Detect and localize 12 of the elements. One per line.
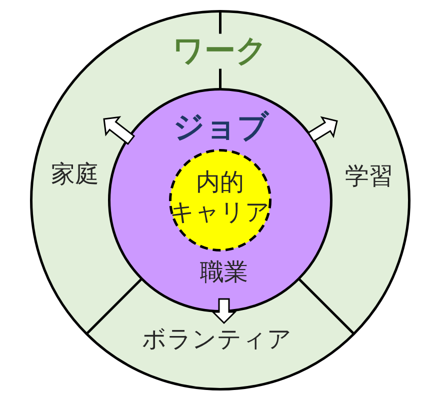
circle-label: 内的キャリア <box>170 167 270 227</box>
block-arrow <box>211 298 237 324</box>
segment-label: 家庭 <box>51 161 99 188</box>
segment-label: 学習 <box>345 163 393 190</box>
middle-circle <box>106 86 334 314</box>
circle-label: 職業 <box>200 259 248 286</box>
inner-circle <box>166 146 274 254</box>
block-arrow <box>307 116 338 142</box>
block-arrow <box>103 116 136 145</box>
segment-label: ボランティア <box>142 326 292 352</box>
circle-title: ジョブ <box>173 110 269 144</box>
outer-circle <box>28 8 412 392</box>
